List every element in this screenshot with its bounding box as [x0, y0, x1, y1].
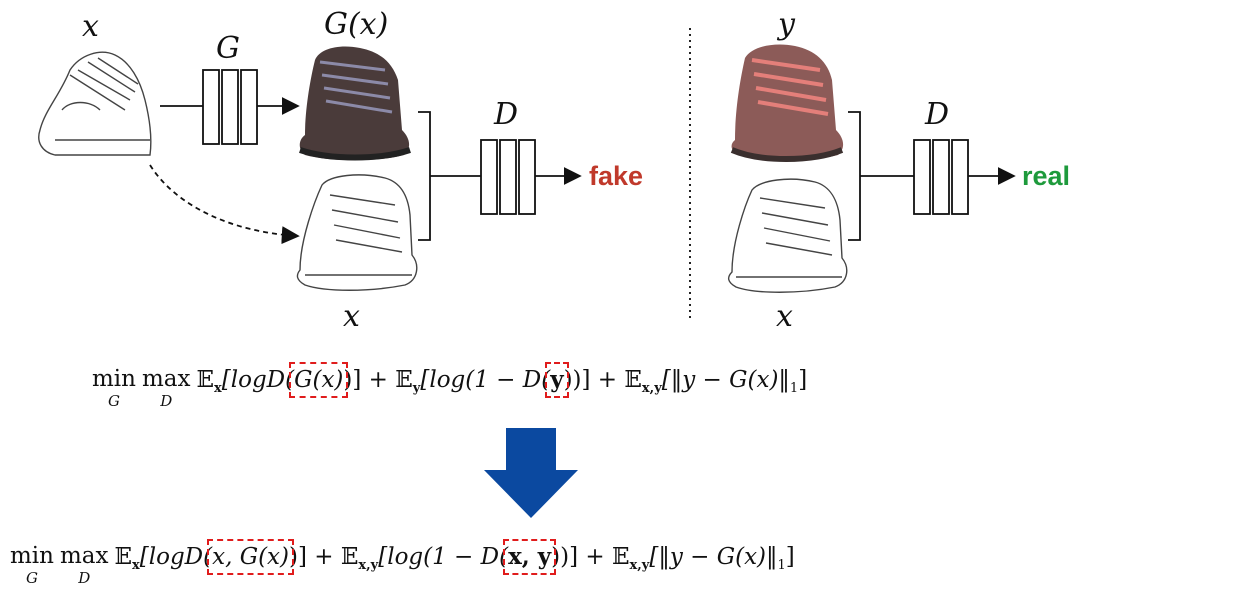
eq-bottom-highlight-1: x, G(x) [207, 539, 294, 575]
generated-shoe [299, 46, 411, 161]
sketch-shoe-input [38, 51, 152, 156]
label-x-input: x [82, 9, 99, 44]
label-discriminator-left: D [494, 97, 519, 132]
label-generator: G [216, 31, 240, 66]
real-shoe [730, 44, 844, 162]
label-discriminator-right: D [925, 97, 950, 132]
eq-top-term3: 𝔼x,y[‖y − G(x)‖1] [624, 367, 808, 396]
eq-bottom-plus-1: + [314, 544, 334, 570]
label-real: real [1022, 161, 1071, 191]
eq-bottom-term3: 𝔼x,y[‖y − G(x)‖1] [611, 544, 795, 573]
sketch-shoe-lower-left [296, 174, 418, 291]
label-x-below-right: x [776, 299, 793, 334]
eq-bottom-term2: 𝔼x,y[log(1 − D(x, y))] [340, 539, 579, 575]
dashed-copy-arrow [149, 164, 300, 245]
discriminator-right-block [848, 111, 1016, 241]
sketch-shoe-lower-right [727, 178, 848, 293]
eq-top-plus-1: + [368, 367, 388, 393]
eq-top-highlight-2: y [545, 362, 569, 398]
label-y-real: y [778, 7, 795, 42]
eq-bottom-highlight-2: x, y [503, 539, 557, 575]
eq-bottom-plus-2: + [585, 544, 605, 570]
eq-top-term1: 𝔼x[logD(G(x))] [196, 362, 362, 398]
eq-top-highlight-1: G(x) [289, 362, 349, 398]
discriminator-left-block [418, 111, 582, 241]
label-x-below-left: x [343, 299, 360, 334]
eq-bottom-term1: 𝔼x[logD(x, G(x))] [114, 539, 307, 575]
generator-block [160, 69, 300, 145]
label-fake: fake [589, 161, 644, 191]
label-generated: G(x) [324, 7, 389, 42]
eq-top-term2: 𝔼y[log(1 − D(y))] [395, 362, 591, 398]
big-down-arrow-icon [484, 428, 578, 518]
eq-top-plus-2: + [597, 367, 618, 393]
